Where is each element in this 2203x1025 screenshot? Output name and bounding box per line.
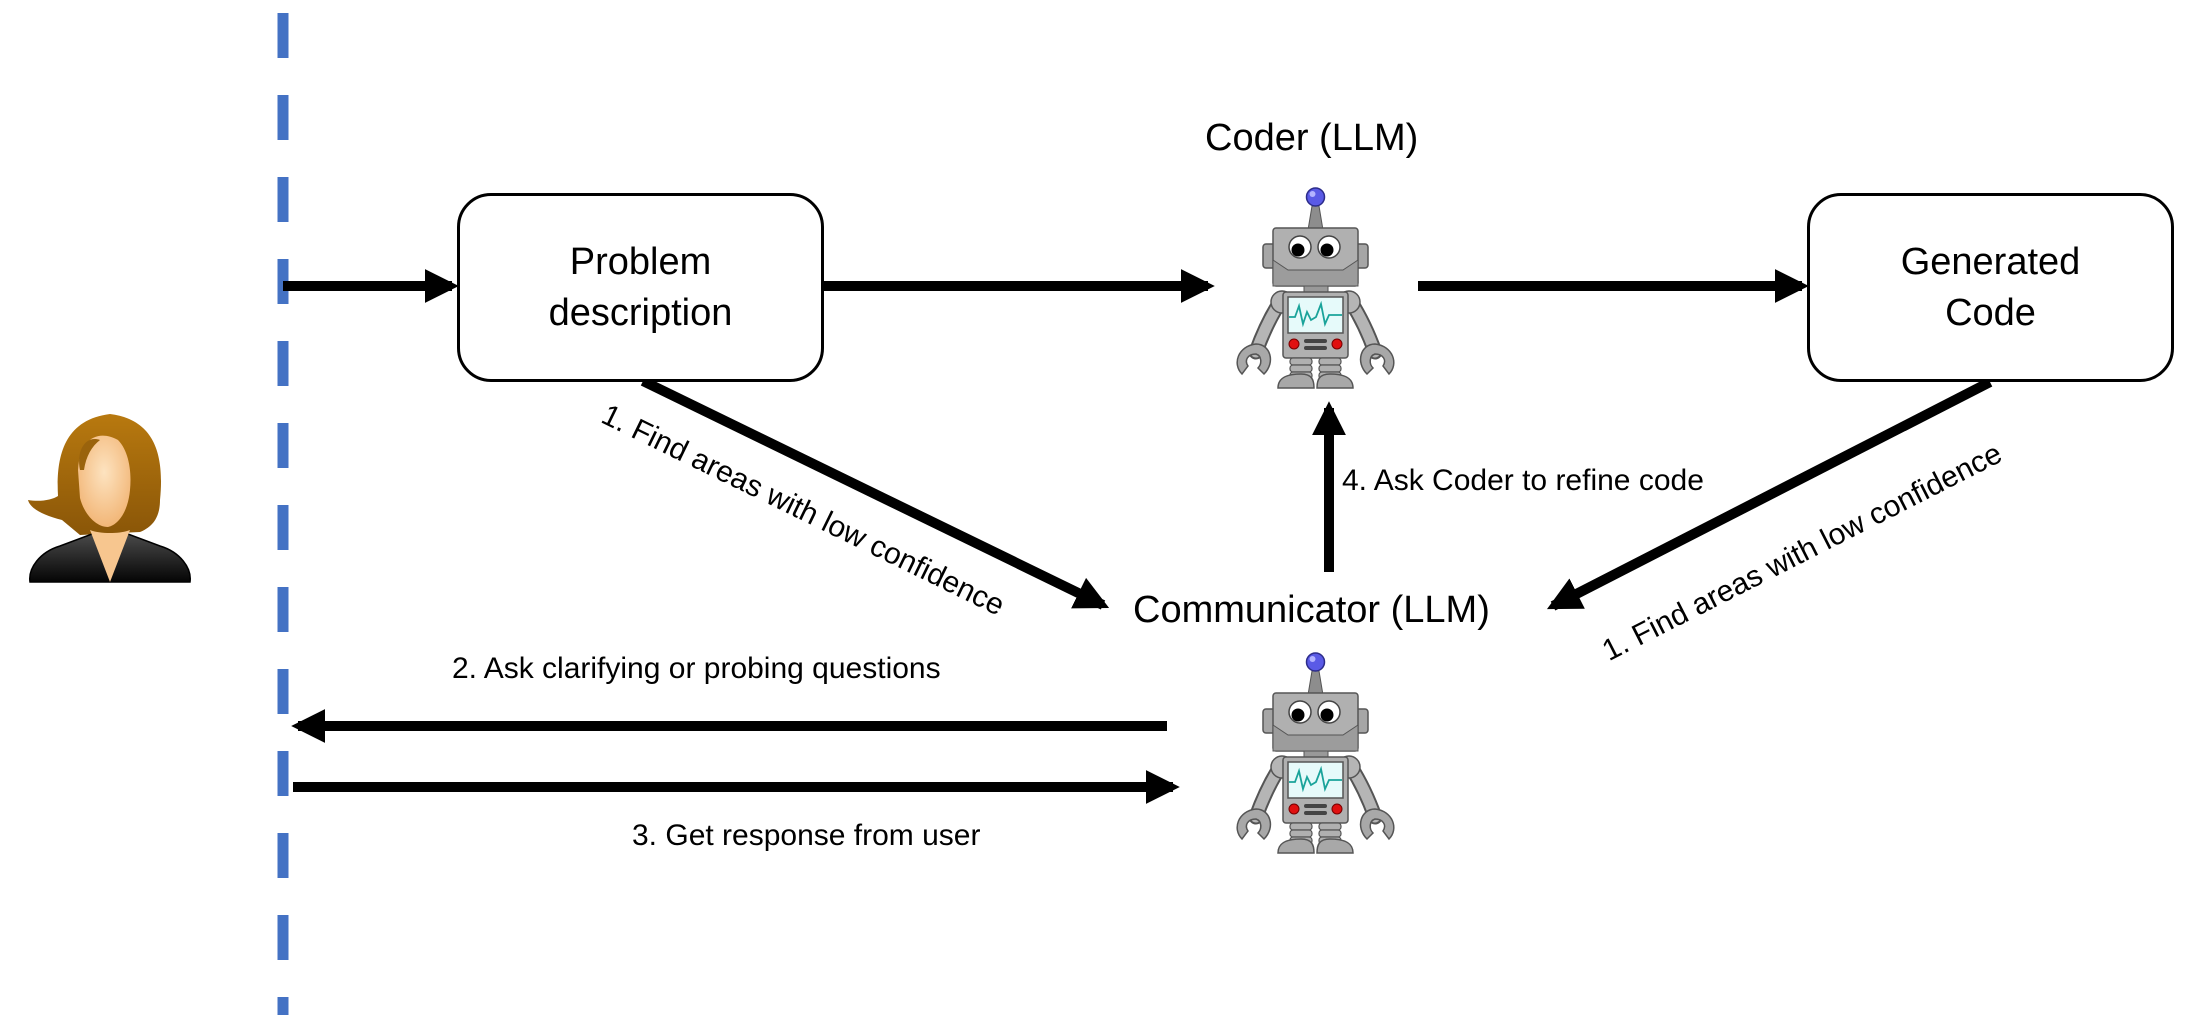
generated-code-box: Generated Code bbox=[1807, 193, 2174, 382]
problem-box-line-1: Problem bbox=[569, 241, 712, 284]
problem-description-box: Problem description bbox=[457, 193, 824, 382]
communicator-title: Communicator (LLM) bbox=[1133, 589, 1490, 631]
arrow-code-to-communicator bbox=[1546, 377, 1993, 611]
coder-robot-icon bbox=[1237, 188, 1394, 388]
arrow-problem-to-communicator bbox=[640, 376, 1110, 610]
step-4-label: 4. Ask Coder to refine code bbox=[1342, 464, 1704, 497]
step-2-label: 2. Ask clarifying or probing questions bbox=[452, 652, 941, 685]
code-box-line-1: Generated bbox=[1900, 241, 2081, 284]
problem-box-line-2: description bbox=[548, 291, 733, 334]
coder-title: Coder (LLM) bbox=[1205, 117, 1419, 159]
user-avatar-woman-icon bbox=[28, 414, 191, 583]
communicator-robot-icon bbox=[1237, 653, 1394, 853]
code-box-line-2: Code bbox=[1945, 291, 2036, 334]
step-3-label: 3. Get response from user bbox=[632, 819, 981, 852]
